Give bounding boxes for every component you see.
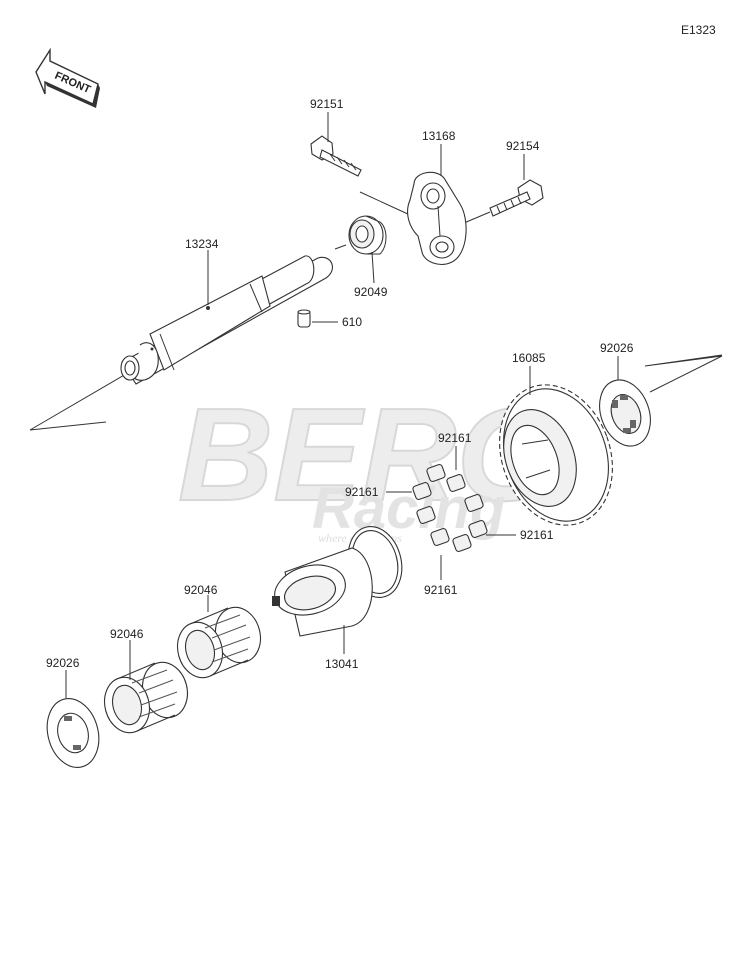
watermark-brand: BERG bbox=[178, 381, 559, 528]
pin-610 bbox=[297, 309, 311, 328]
label-92026-left: 92026 bbox=[46, 656, 80, 670]
sprag-rollers-92161 bbox=[412, 463, 488, 553]
label-92026-right: 92026 bbox=[600, 341, 634, 355]
label-92151: 92151 bbox=[310, 97, 344, 111]
label-92154: 92154 bbox=[506, 139, 540, 153]
plate-92026-left bbox=[46, 698, 100, 768]
oil-seal-92049 bbox=[348, 215, 387, 255]
watermark: BERG Racing where champions bbox=[177, 380, 560, 545]
bolt-92154 bbox=[489, 179, 544, 217]
plate-92026-right bbox=[599, 379, 651, 447]
front-arrow-icon: FRONT bbox=[35, 47, 100, 108]
label-92046-upper: 92046 bbox=[184, 583, 218, 597]
label-13168: 13168 bbox=[422, 129, 456, 143]
label-92161-left: 92161 bbox=[345, 485, 379, 499]
bracket-13168 bbox=[407, 171, 467, 265]
clutch-housing-13041 bbox=[272, 526, 403, 637]
label-92161-bottom: 92161 bbox=[424, 583, 458, 597]
needle-bearing-92046-upper bbox=[176, 606, 262, 679]
label-92161-right: 92161 bbox=[520, 528, 554, 542]
label-13234: 13234 bbox=[185, 237, 219, 251]
label-16085: 16085 bbox=[512, 351, 546, 365]
label-92049: 92049 bbox=[354, 285, 388, 299]
reference-lines bbox=[29, 354, 723, 431]
bolt-92151 bbox=[310, 135, 362, 177]
diagram-code: E1323 bbox=[681, 23, 716, 37]
shaft-13234 bbox=[120, 255, 333, 385]
label-13041: 13041 bbox=[325, 657, 359, 671]
label-92161-top: 92161 bbox=[438, 431, 472, 445]
needle-bearing-92046-lower bbox=[103, 661, 189, 734]
gear-16085 bbox=[499, 384, 613, 526]
axis-line bbox=[359, 191, 411, 216]
label-610: 610 bbox=[342, 315, 362, 329]
leader-lines bbox=[65, 112, 619, 698]
part-labels: 92151 13168 92154 13234 92049 610 16085 … bbox=[46, 97, 634, 671]
label-92046-lower: 92046 bbox=[110, 627, 144, 641]
